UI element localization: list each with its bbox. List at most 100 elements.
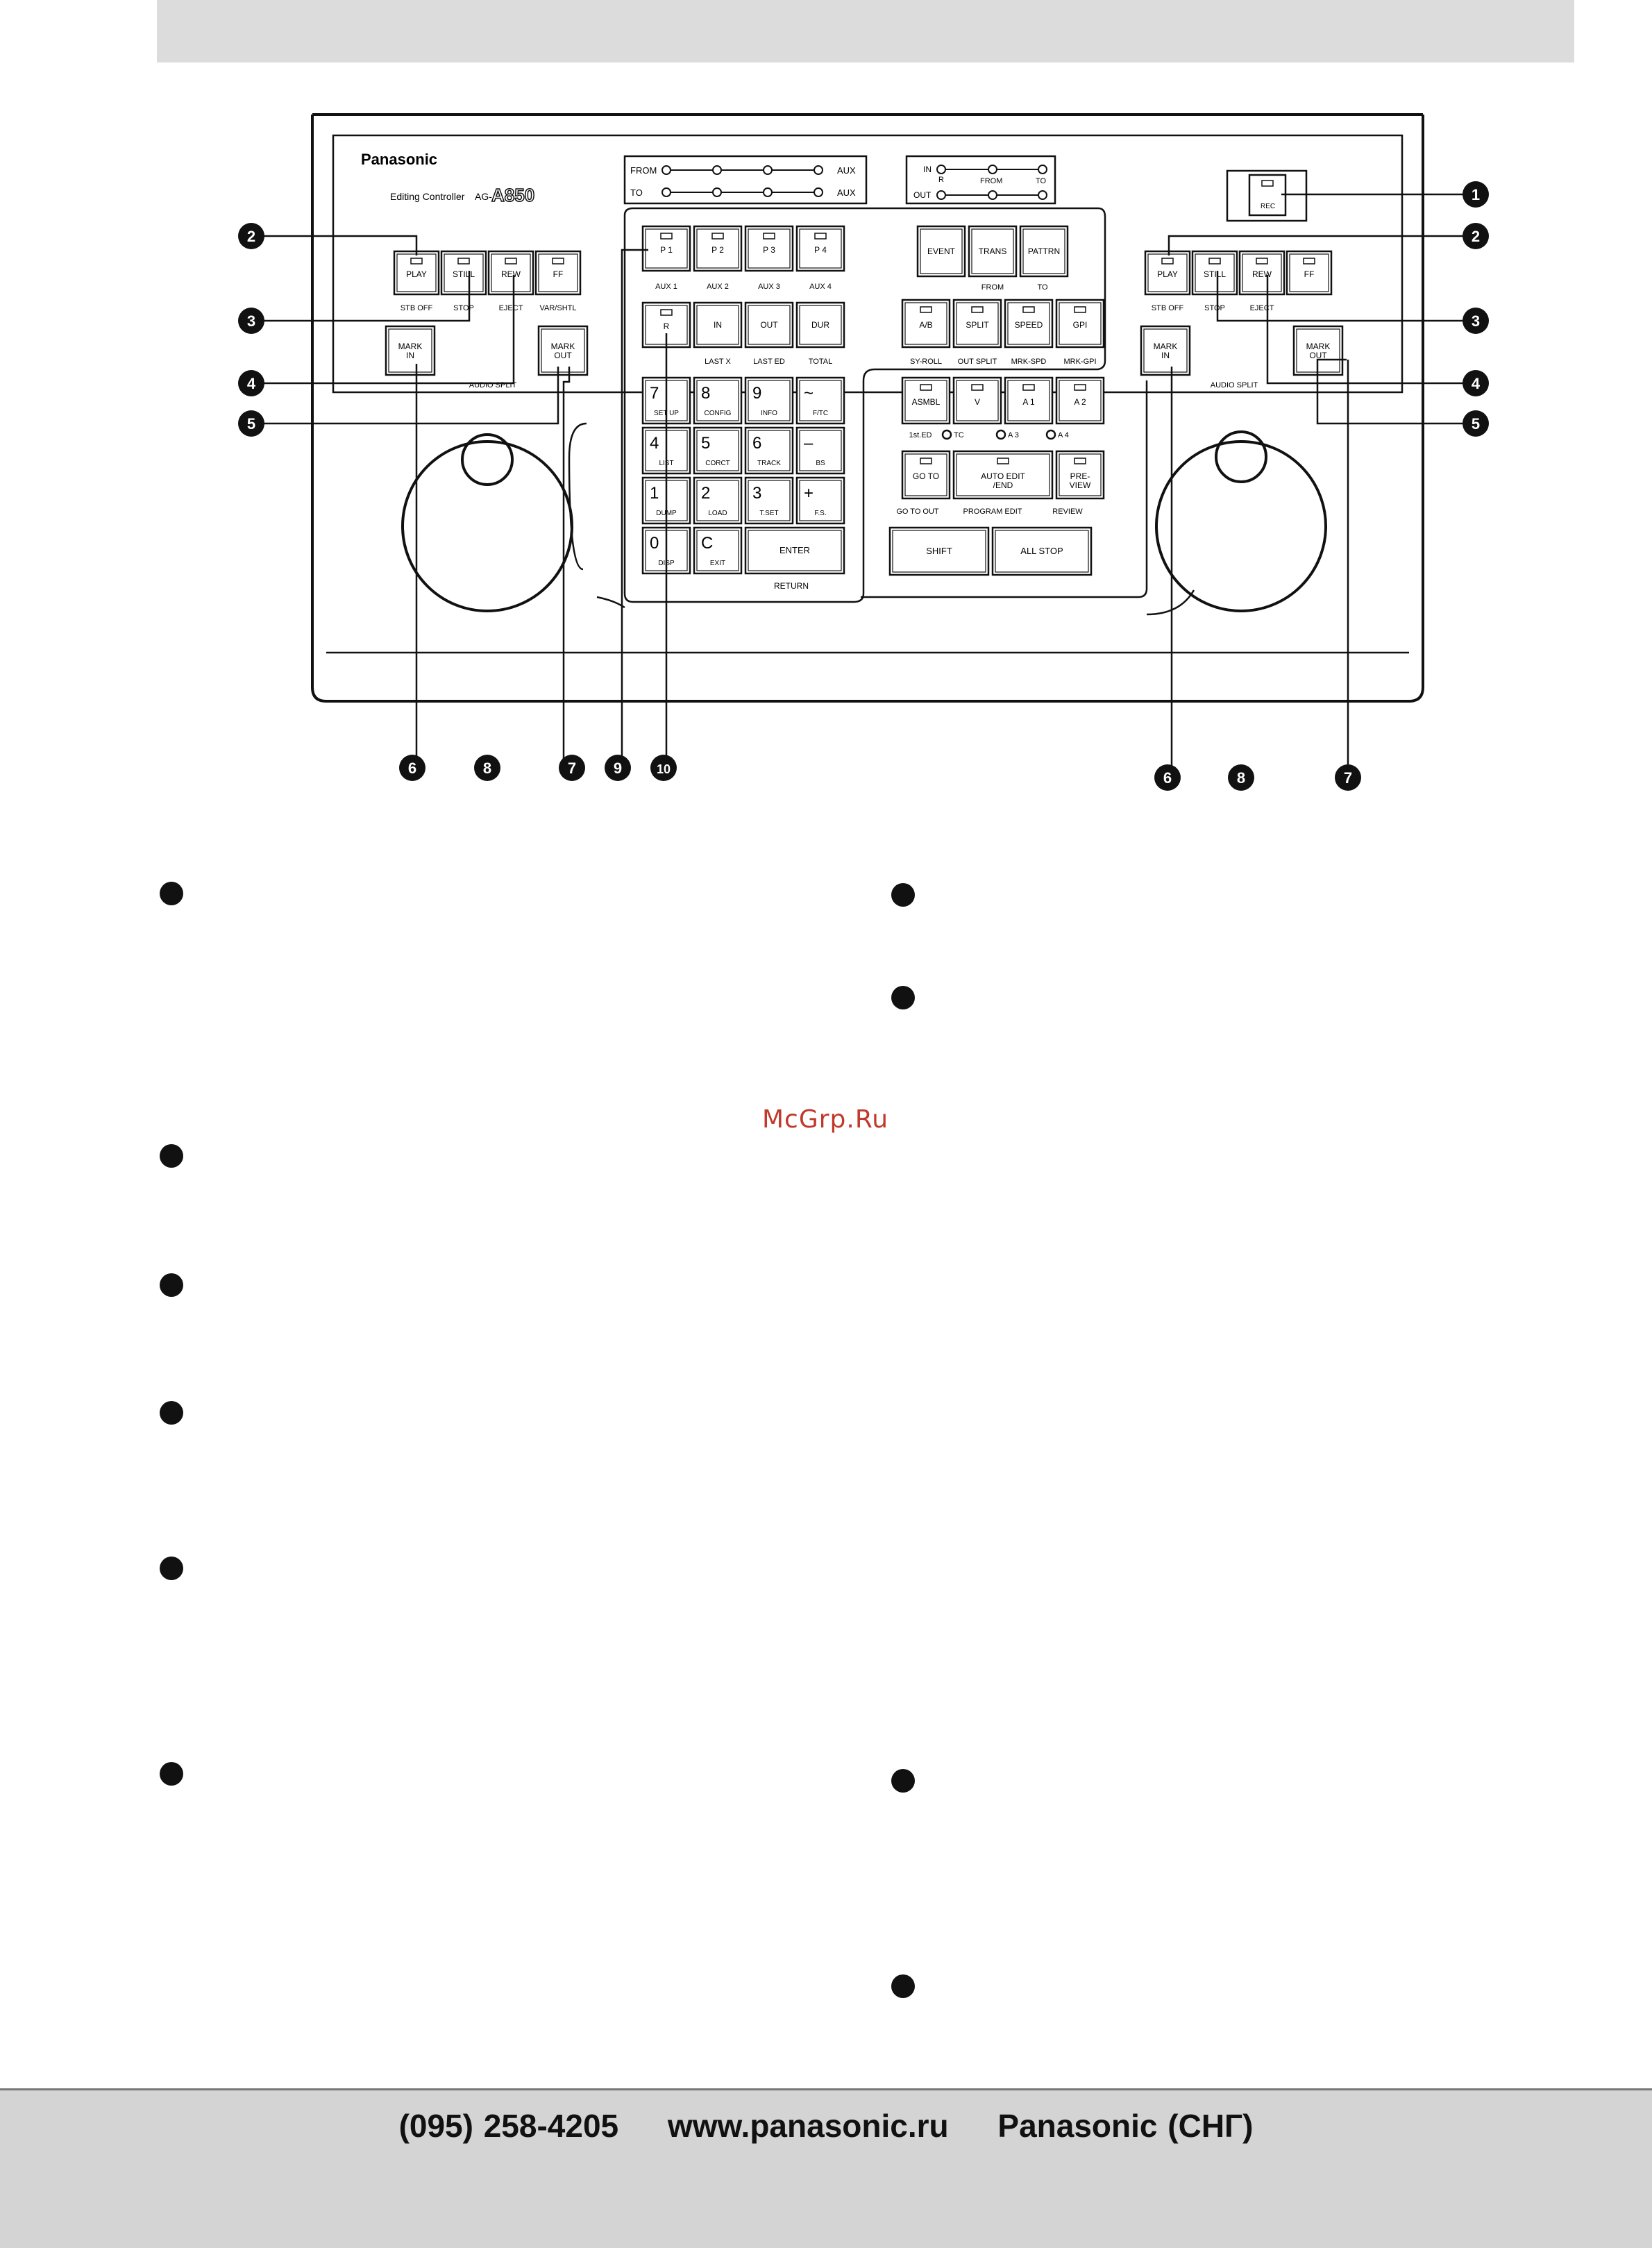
key-split[interactable]: SPLIT bbox=[952, 299, 1002, 349]
key-bs[interactable]: –BS bbox=[795, 426, 845, 475]
right-still-button[interactable]: STILL bbox=[1191, 250, 1238, 296]
preview-key[interactable]: PRE-VIEW bbox=[1055, 450, 1105, 500]
all-stop-key[interactable]: ALL STOP bbox=[991, 526, 1093, 576]
right-play-button[interactable]: PLAY bbox=[1144, 250, 1191, 296]
svg-text:REW: REW bbox=[1252, 269, 1272, 279]
key-p-4[interactable]: P 4 bbox=[795, 225, 845, 272]
key-dur[interactable]: DUR bbox=[795, 301, 845, 349]
svg-text:LAST X: LAST X bbox=[705, 358, 731, 366]
svg-text:9: 9 bbox=[752, 384, 761, 403]
key-a-b[interactable]: A/B bbox=[901, 299, 951, 349]
left-ff-button[interactable]: FF bbox=[534, 250, 582, 296]
svg-text:–: – bbox=[804, 434, 814, 453]
svg-text:+: + bbox=[804, 484, 814, 503]
svg-text:TRACK: TRACK bbox=[757, 460, 781, 467]
key-speed[interactable]: SPEED bbox=[1004, 299, 1054, 349]
svg-text:FF: FF bbox=[1304, 269, 1315, 279]
svg-text:F/TC: F/TC bbox=[813, 410, 828, 417]
key-event[interactable]: EVENT bbox=[916, 225, 966, 278]
return-label: RETURN bbox=[774, 581, 809, 591]
left-rew-button[interactable]: REW bbox=[487, 250, 534, 296]
svg-text:REC: REC bbox=[1261, 203, 1275, 210]
in-out-indicator: IN OUT R FROM TO bbox=[905, 155, 1056, 205]
svg-text:P 4: P 4 bbox=[814, 245, 827, 255]
callout-4: 4 bbox=[1463, 370, 1489, 396]
svg-text:TO: TO bbox=[1036, 177, 1047, 185]
svg-text:LAST ED: LAST ED bbox=[753, 358, 785, 366]
svg-text:8: 8 bbox=[1237, 769, 1245, 787]
right-ff-button[interactable]: FF bbox=[1286, 250, 1333, 296]
key-a-2[interactable]: A 2 bbox=[1055, 376, 1105, 425]
svg-text:V: V bbox=[975, 397, 980, 407]
key-asmbl[interactable]: ASMBL bbox=[901, 376, 951, 425]
svg-text:MRK-SPD: MRK-SPD bbox=[1011, 358, 1047, 366]
svg-text:7: 7 bbox=[1344, 769, 1352, 787]
svg-text:OUT: OUT bbox=[760, 320, 778, 330]
svg-text:IN: IN bbox=[1161, 351, 1170, 360]
footer-url[interactable]: www.panasonic.ru bbox=[667, 2108, 949, 2144]
shift-key[interactable]: SHIFT bbox=[888, 526, 990, 576]
svg-text:MARK: MARK bbox=[398, 342, 423, 351]
svg-text:AUX: AUX bbox=[837, 165, 856, 176]
svg-text:IN: IN bbox=[406, 351, 414, 360]
svg-text:F.S.: F.S. bbox=[814, 510, 826, 517]
svg-text:PLAY: PLAY bbox=[1157, 269, 1178, 279]
key-f-s[interactable]: +F.S. bbox=[795, 476, 845, 525]
key-gpi[interactable]: GPI bbox=[1055, 299, 1105, 349]
svg-text:7: 7 bbox=[650, 384, 659, 403]
key-a-1[interactable]: A 1 bbox=[1004, 376, 1054, 425]
key-p-3[interactable]: P 3 bbox=[744, 225, 794, 272]
left-still-button[interactable]: STILL bbox=[440, 250, 487, 296]
callout-6: 6 bbox=[399, 755, 425, 781]
enter-key[interactable]: ENTER bbox=[744, 526, 845, 575]
svg-text:6: 6 bbox=[1163, 769, 1172, 787]
callout-6: 6 bbox=[1154, 764, 1181, 791]
key-p-2[interactable]: P 2 bbox=[693, 225, 743, 272]
key-f-tc[interactable]: ~F/TC bbox=[795, 376, 845, 425]
svg-text:5: 5 bbox=[247, 415, 255, 433]
model-name: A850 bbox=[491, 185, 534, 205]
svg-text:1: 1 bbox=[1472, 186, 1480, 203]
key-t-set[interactable]: 3T.SET bbox=[744, 476, 794, 525]
callout-3: 3 bbox=[238, 308, 264, 334]
footer-bar bbox=[0, 2088, 1652, 2248]
device-subtitle: Editing Controller bbox=[390, 191, 465, 202]
auto-edit-key[interactable]: AUTO EDIT/END bbox=[952, 450, 1054, 500]
svg-text:7: 7 bbox=[568, 760, 576, 777]
rec-button[interactable]: REC bbox=[1226, 169, 1308, 222]
svg-text:3: 3 bbox=[1472, 312, 1480, 330]
svg-text:EJECT: EJECT bbox=[499, 304, 523, 312]
svg-text:AUX 4: AUX 4 bbox=[809, 283, 832, 291]
left-play-button[interactable]: PLAY bbox=[393, 250, 440, 296]
callout-7: 7 bbox=[559, 755, 585, 781]
key-out[interactable]: OUT bbox=[744, 301, 794, 349]
key-v[interactable]: V bbox=[952, 376, 1002, 425]
svg-text:ALL STOP: ALL STOP bbox=[1020, 546, 1063, 556]
svg-text:4: 4 bbox=[247, 375, 256, 392]
footer-contacts: (095) 258-4205 www.panasonic.ru Panasoni… bbox=[0, 2107, 1652, 2145]
svg-text:REVIEW: REVIEW bbox=[1052, 508, 1083, 516]
key-pattrn[interactable]: PATTRN bbox=[1019, 225, 1069, 278]
right-rew-button[interactable]: REW bbox=[1238, 250, 1286, 296]
svg-text:SPEED: SPEED bbox=[1015, 320, 1043, 330]
svg-text:AUTO EDIT: AUTO EDIT bbox=[981, 471, 1025, 481]
key-trans[interactable]: TRANS bbox=[968, 225, 1018, 278]
key-in[interactable]: IN bbox=[693, 301, 743, 349]
svg-text:10: 10 bbox=[657, 762, 671, 776]
callout-2: 2 bbox=[1463, 223, 1489, 249]
goto-key[interactable]: GO TO bbox=[901, 450, 951, 500]
svg-text:MARK: MARK bbox=[551, 342, 575, 351]
svg-text:PRE-: PRE- bbox=[1070, 471, 1090, 481]
key-p-1[interactable]: P 1 bbox=[641, 225, 691, 272]
svg-text:AUX 2: AUX 2 bbox=[707, 283, 729, 291]
